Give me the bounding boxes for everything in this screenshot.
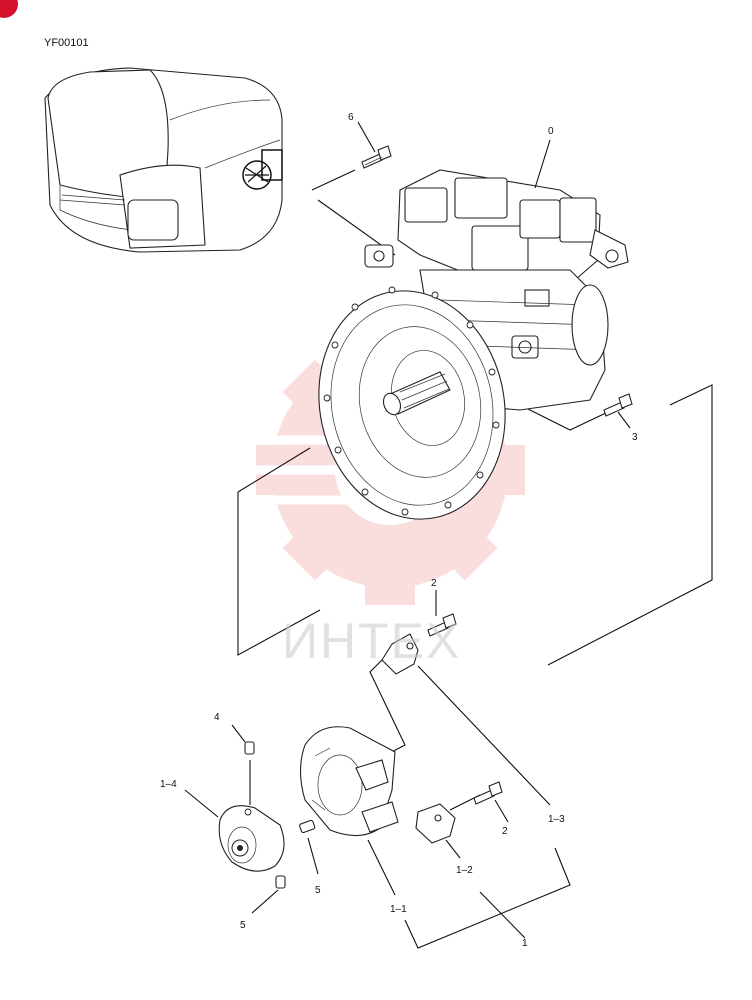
coupling-disc-1-4: [184, 760, 285, 872]
drawing-code: YF00101: [44, 37, 89, 49]
callout-1-3: 1–3: [548, 814, 565, 825]
callout-5-a: 5: [315, 885, 321, 896]
callout-0: 0: [548, 126, 554, 137]
callout-4: 4: [214, 712, 220, 723]
item-1-bracket: [404, 847, 571, 949]
bolt-2-lower: [473, 781, 509, 823]
callout-2-lower: 2: [502, 826, 508, 837]
item-1-leader: [479, 891, 526, 939]
set-screw-5-b: [251, 875, 286, 914]
callout-3: 3: [632, 432, 638, 443]
callout-6: 6: [348, 112, 354, 123]
callout-1: 1: [522, 938, 528, 949]
callout-5-b: 5: [240, 920, 246, 931]
watermark-text: ИНТЕХ: [282, 613, 462, 669]
callout-1-1: 1–1: [390, 904, 407, 915]
corner-badge: [0, 0, 18, 18]
set-screw-5-a: [299, 819, 319, 875]
bolt-6: [357, 121, 392, 169]
bolt-2-upper: [427, 590, 457, 637]
gear-bore-icon: [231, 839, 249, 857]
callout-2-upper: 2: [431, 578, 437, 589]
set-screw-4: [231, 724, 255, 755]
callout-1-2: 1–2: [456, 865, 473, 876]
excavator-overview: [44, 67, 283, 253]
pump-assembly: [237, 169, 713, 666]
callout-1-4: 1–4: [160, 779, 177, 790]
pump-location-icon: [242, 149, 283, 190]
coupling-hub-1-1: [299, 726, 399, 896]
bolt-3: [603, 393, 633, 429]
coupling-insert-1-2: [415, 794, 481, 859]
